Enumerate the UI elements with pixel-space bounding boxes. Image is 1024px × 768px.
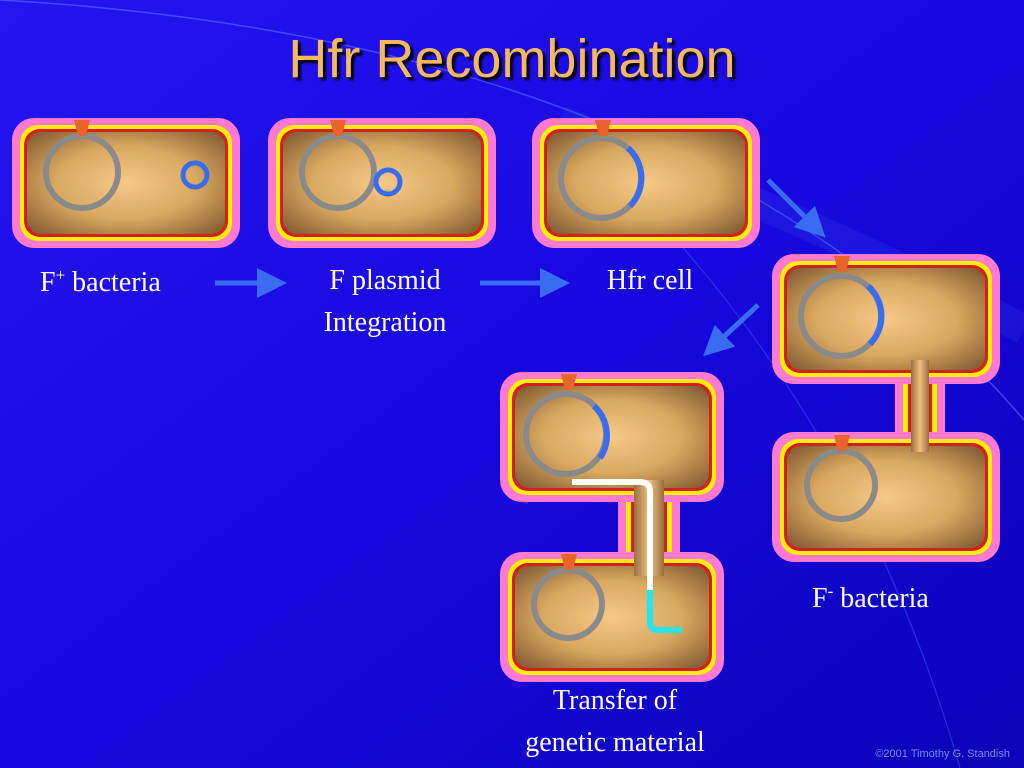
- origin-marker: [561, 554, 577, 570]
- integrated-f-segment: [865, 283, 885, 347]
- integrated-f-segment: [625, 145, 645, 209]
- origin-marker: [595, 120, 611, 136]
- origin-marker: [834, 435, 850, 451]
- origin-marker: [74, 120, 90, 136]
- copyright-notice: ©2001 Timothy G. Standish: [875, 748, 1010, 760]
- hfr-cell: [532, 118, 760, 248]
- origin-marker: [330, 120, 346, 136]
- transferred-strand: [572, 479, 653, 590]
- label-f-plasmid-integration: F plasmid Integration: [323, 265, 447, 338]
- new-synthesized-strand: [647, 590, 682, 633]
- integration-cell: [268, 118, 496, 248]
- label-transfer-genetic-material: Transfer of genetic material: [525, 685, 705, 758]
- label-f-plus-bacteria: F+ bacteria: [40, 265, 161, 298]
- label-f-minus-bacteria: F- bacteria: [812, 581, 929, 614]
- f-plasmid-ring: [180, 160, 210, 190]
- page-title: Hfr Recombination: [288, 29, 736, 89]
- arrow-diagonal-down-left: [703, 303, 760, 357]
- conjugation-pair-transfer: [500, 372, 724, 682]
- origin-marker: [834, 256, 850, 272]
- conjugation-pair-right: [772, 254, 1000, 562]
- origin-marker: [561, 374, 577, 390]
- f-plus-cell: [12, 118, 240, 248]
- label-hfr-cell: Hfr cell: [606, 265, 694, 296]
- integrated-f-segment: [591, 403, 610, 460]
- f-plasmid-ring: [373, 167, 403, 197]
- arrow-diagonal-down-right: [766, 178, 826, 238]
